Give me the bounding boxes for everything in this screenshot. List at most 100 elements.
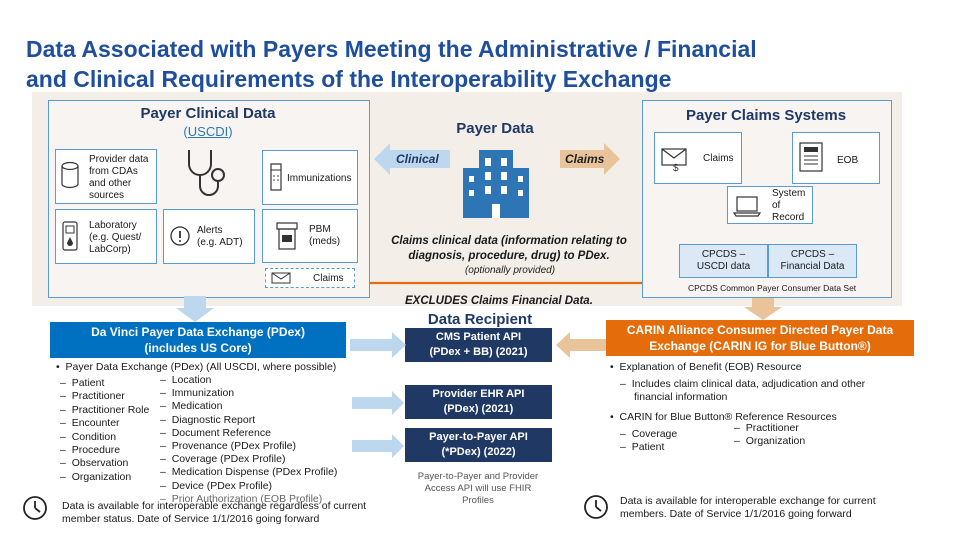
alerts-line: Alerts bbox=[197, 225, 223, 236]
payer-api-line: Payer-to-Payer API bbox=[429, 431, 528, 443]
provider-api-line: Provider EHR API bbox=[432, 388, 525, 400]
claims-note-line: diagnosis, procedure, drug) to PDex. bbox=[408, 250, 610, 262]
carin-bullet-text: CARIN for Blue Button® Reference Resourc… bbox=[619, 411, 837, 423]
alerts-box: Alerts (e.g. ADT) bbox=[163, 209, 255, 264]
payer-to-payer-api-box: Payer-to-Payer API (*PDex) (2022) bbox=[405, 428, 552, 462]
cpcds-financial-line: Financial Data bbox=[780, 261, 845, 272]
document-icon bbox=[799, 142, 823, 172]
laptop-icon bbox=[732, 196, 762, 217]
cpcds-uscdi-line: USCDI data bbox=[696, 261, 751, 272]
eob-label: EOB bbox=[837, 155, 859, 166]
davinci-bullet-text: Payer Data Exchange (PDex) (All USCDI, w… bbox=[65, 361, 337, 373]
provider-data-box: Provider data from CDAs and other source… bbox=[55, 149, 157, 204]
clinical-panel-title: Payer Clinical Data bbox=[140, 105, 276, 122]
clinical-subtitle: (USCDI) bbox=[48, 124, 368, 139]
laboratory-box: Laboratory (e.g. Quest/ LabCorp) bbox=[55, 209, 157, 264]
davinci-resource: Procedure bbox=[71, 444, 121, 457]
cms-api-line: (PDex + BB) (2021) bbox=[429, 346, 528, 358]
clinical-arrow-label: Clinical bbox=[396, 152, 439, 166]
davinci-header: Da Vinci Payer Data Exchange (PDex) (inc… bbox=[50, 322, 346, 358]
carin-footer-line: Data is available for interoperable exch… bbox=[620, 495, 876, 507]
immunizations-label: Immunizations bbox=[287, 173, 352, 184]
carin-col1: – Coverage – Patient bbox=[620, 428, 678, 454]
provider-data-line: sources bbox=[89, 190, 125, 201]
system-of-record-line: of bbox=[772, 200, 781, 211]
system-of-record-box: System of Record bbox=[727, 186, 813, 224]
paren-close: ) bbox=[228, 124, 233, 139]
cpcds-footnote: CPCDS Common Payer Consumer Data Set bbox=[688, 283, 857, 293]
carin-resource: Practitioner bbox=[745, 422, 799, 434]
davinci-resource: Immunization bbox=[171, 387, 235, 400]
database-icon bbox=[61, 161, 79, 189]
davinci-col2: – Location – Immunization – Medication –… bbox=[160, 374, 338, 505]
pbm-box: PBM (meds) bbox=[262, 209, 358, 263]
claims-arrow bbox=[560, 143, 620, 175]
svg-text:$: $ bbox=[673, 163, 679, 174]
excludes-note: EXCLUDES Claims Financial Data. bbox=[405, 295, 593, 307]
clinical-claims-label: Claims bbox=[313, 273, 344, 284]
carin-header-line: Exchange (CARIN IG for Blue Button®) bbox=[649, 339, 871, 353]
davinci-resource: Medication Dispense (PDex Profile) bbox=[171, 466, 338, 479]
cpcds-financial-line: CPCDS – bbox=[790, 249, 835, 260]
cms-api-line: CMS Patient API bbox=[435, 331, 522, 343]
carin-bullet-text: Explanation of Benefit (EOB) Resource bbox=[619, 361, 802, 373]
carin-sub-text: Includes claim clinical data, adjudicati… bbox=[631, 378, 866, 390]
davinci-resource: Location bbox=[171, 374, 212, 386]
lab-device-icon bbox=[62, 221, 78, 251]
davinci-resource: Diagnostic Report bbox=[171, 413, 256, 426]
recipient-note-line: Access API will use FHIR bbox=[424, 483, 532, 494]
davinci-header-line: Da Vinci Payer Data Exchange (PDex) bbox=[91, 325, 305, 339]
carin-header: CARIN Alliance Consumer Directed Payer D… bbox=[606, 320, 914, 356]
carin-resource: Organization bbox=[745, 435, 806, 448]
davinci-resource: Document Reference bbox=[171, 426, 271, 439]
laboratory-line: Laboratory bbox=[89, 220, 137, 231]
provider-data-line: and other bbox=[89, 178, 132, 189]
eob-box: EOB bbox=[792, 132, 880, 184]
carin-footer: Data is available for interoperable exch… bbox=[620, 495, 876, 521]
claims-clinical-note: Claims clinical data (information relati… bbox=[374, 234, 644, 264]
davinci-resource: Practitioner Role bbox=[71, 403, 150, 416]
recipient-note-line: Payer-to-Payer and Provider bbox=[417, 471, 539, 482]
davinci-resource: Condition bbox=[71, 430, 117, 443]
clinical-arrow bbox=[374, 143, 450, 175]
payer-data-label: Payer Data bbox=[456, 120, 534, 137]
uscdi-link[interactable]: USCDI bbox=[187, 124, 229, 139]
carin-bullet-1: • Explanation of Benefit (EOB) Resource bbox=[610, 361, 802, 373]
carin-header-line: CARIN Alliance Consumer Directed Payer D… bbox=[626, 323, 894, 337]
carin-sub-1: – Includes claim clinical data, adjudica… bbox=[620, 378, 866, 404]
system-of-record-line: System bbox=[772, 188, 806, 199]
provider-ehr-api-box: Provider EHR API (PDex) (2021) bbox=[405, 385, 552, 419]
pill-bottle-icon bbox=[276, 222, 298, 250]
davinci-to-payer-arrow bbox=[352, 434, 404, 458]
claims-systems-title: Payer Claims Systems bbox=[685, 107, 847, 124]
davinci-to-provider-arrow bbox=[352, 391, 404, 415]
clinical-claims-box: Claims bbox=[265, 268, 355, 288]
davinci-to-cms-arrow bbox=[350, 332, 406, 358]
alert-icon bbox=[170, 226, 190, 246]
claims-note-line: Claims clinical data (information relati… bbox=[391, 235, 627, 247]
claims-arrow-label: Claims bbox=[565, 152, 605, 166]
davinci-bullet: • Payer Data Exchange (PDex) (All USCDI,… bbox=[56, 361, 337, 373]
syringe-icon bbox=[270, 163, 282, 191]
davinci-resource: Coverage (PDex Profile) bbox=[171, 453, 286, 466]
carin-resource: Patient bbox=[631, 441, 665, 454]
cpcds-uscdi-line: CPCDS – bbox=[701, 249, 746, 260]
title-line-2: and Clinical Requirements of the Interop… bbox=[26, 66, 672, 92]
carin-footer-line: members. Date of Service 1/1/2016 going … bbox=[620, 508, 852, 520]
pbm-line: PBM bbox=[309, 224, 331, 235]
davinci-resource: Prior Authorization (EOB Profile) bbox=[171, 492, 323, 505]
claims-system-label: Claims bbox=[703, 153, 734, 164]
provider-data-line: from CDAs bbox=[89, 166, 138, 177]
davinci-resource: Provenance (PDex Profile) bbox=[171, 440, 296, 453]
provider-api-line: (PDex) (2021) bbox=[443, 403, 514, 415]
clock-icon bbox=[584, 495, 608, 519]
davinci-resource: Device (PDex Profile) bbox=[171, 479, 273, 492]
clinical-down-arrow bbox=[176, 296, 214, 322]
davinci-col1: – Patient – Practitioner – Practitioner … bbox=[60, 377, 150, 483]
envelope-icon bbox=[271, 272, 291, 284]
claims-envelope-icon: $ bbox=[661, 148, 687, 174]
stethoscope-icon bbox=[188, 150, 225, 196]
davinci-footer-line: member status. Date of Service 1/1/2016 … bbox=[62, 513, 320, 525]
carin-to-cms-arrow bbox=[556, 332, 612, 358]
davinci-resource: Observation bbox=[71, 457, 129, 470]
